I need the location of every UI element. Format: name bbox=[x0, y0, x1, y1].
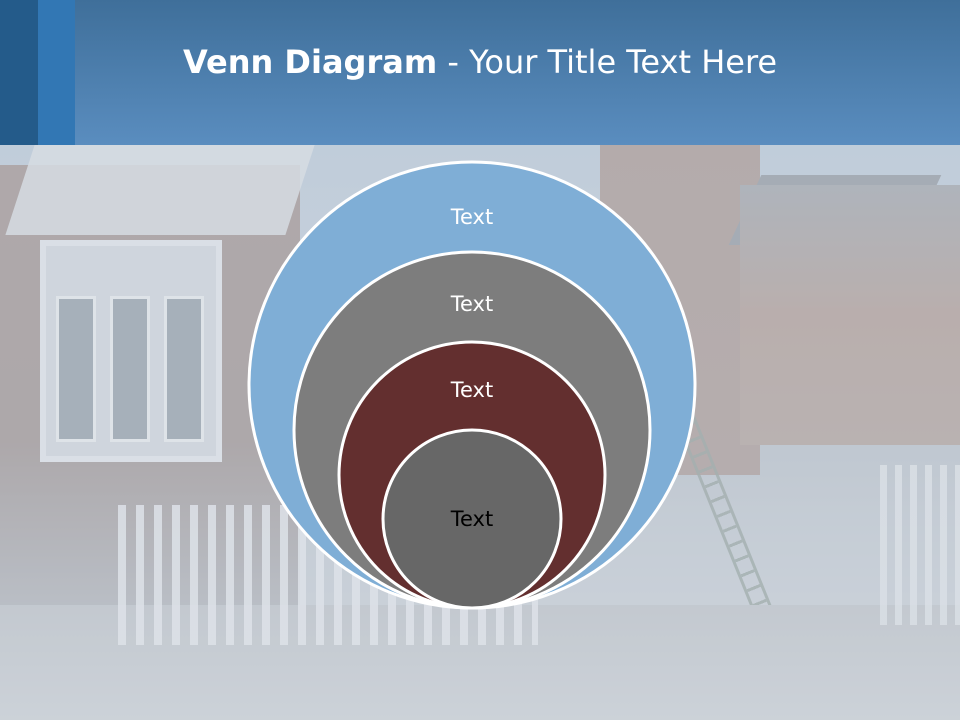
slide-title-bold: Venn Diagram bbox=[183, 43, 438, 81]
header-accent-bar bbox=[38, 0, 75, 145]
venn-label-inner: Text bbox=[450, 507, 493, 531]
venn-label-second: Text bbox=[450, 292, 493, 316]
header-accent-bar-dark bbox=[0, 0, 38, 145]
photo-bay-window bbox=[40, 240, 222, 462]
venn-circle-inner[interactable]: Text bbox=[381, 428, 563, 610]
slide-title-rest: - Your Title Text Here bbox=[437, 43, 778, 81]
venn-label-outer: Text bbox=[450, 205, 493, 229]
photo-fence-right bbox=[880, 465, 960, 625]
photo-house-right bbox=[740, 185, 960, 445]
header-band bbox=[0, 0, 960, 145]
slide-title[interactable]: Venn Diagram - Your Title Text Here bbox=[183, 40, 777, 84]
venn-label-third: Text bbox=[450, 378, 493, 402]
